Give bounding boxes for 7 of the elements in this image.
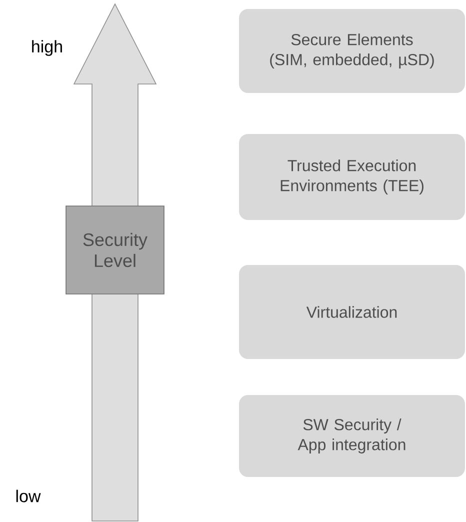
layer-box: Virtualization bbox=[239, 265, 465, 359]
axis-label: low bbox=[16, 490, 41, 502]
layer-box: SW Security / App integration bbox=[239, 395, 465, 477]
axis-label: high bbox=[32, 40, 62, 56]
layer-box: Secure Elements (SIM, embedded, µSD) bbox=[239, 9, 465, 93]
layer-box: Trusted Execution Environments (TEE) bbox=[239, 134, 465, 220]
level-box: Security Level bbox=[66, 206, 164, 294]
